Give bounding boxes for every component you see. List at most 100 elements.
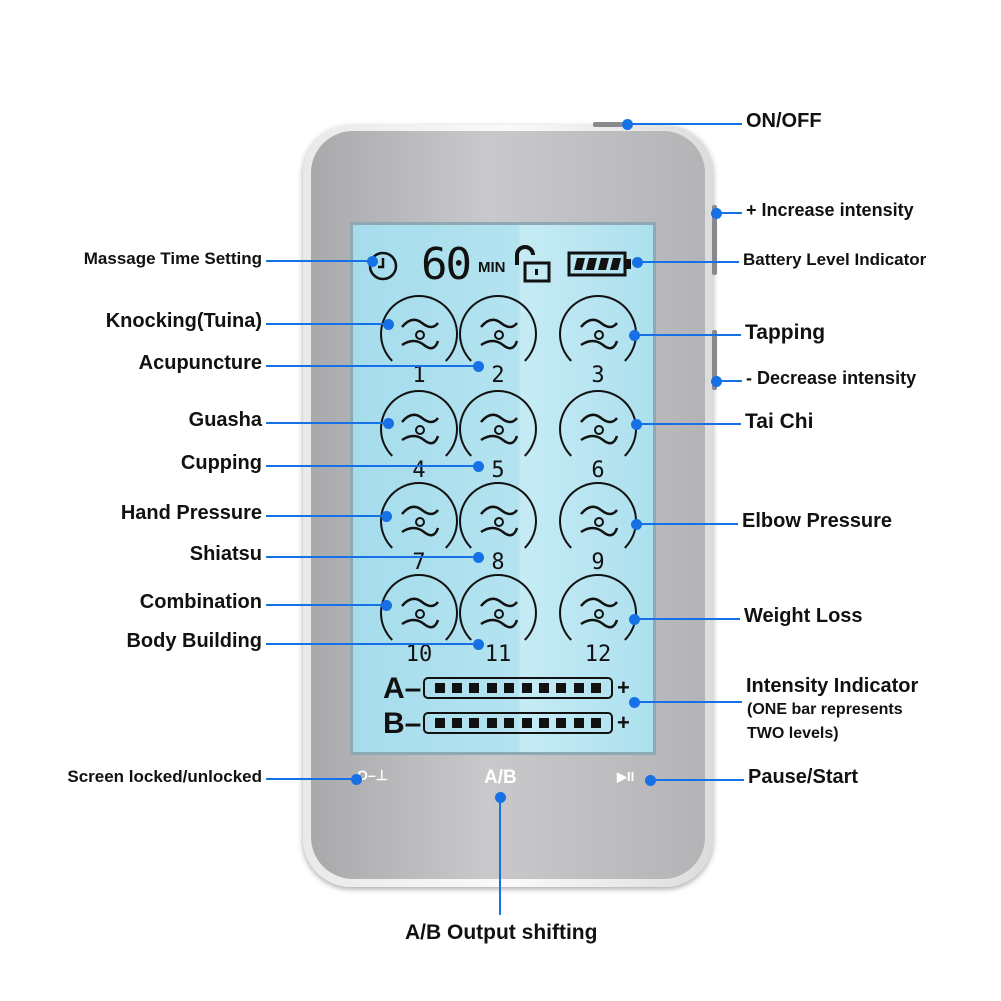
channel-b-plus: +: [617, 710, 630, 735]
intensity-segment: [434, 683, 445, 693]
mode-icon-6: [559, 390, 637, 468]
channel-a-intensity-bar: [423, 677, 613, 699]
callout-line: [266, 643, 478, 645]
callout-line: [634, 334, 741, 336]
callout-label: Guasha: [188, 409, 262, 431]
callout-line: [266, 556, 478, 558]
callout-dot: [632, 257, 643, 268]
callout-label: Acupuncture: [138, 352, 262, 374]
mode-icon-3: [559, 295, 637, 373]
lock-button[interactable]: O–⊥: [357, 767, 388, 783]
unlock-icon: [515, 245, 551, 283]
callout-dot: [383, 418, 394, 429]
intensity-segment: [556, 718, 567, 728]
intensity-segment: [504, 718, 515, 728]
massage-mode-icon: [401, 318, 440, 350]
massage-mode-icon: [480, 505, 519, 537]
callout-line: [266, 465, 478, 467]
massage-mode-icon: [580, 413, 619, 445]
mode-icon-11: [459, 574, 537, 652]
callout-label: A/B Output shifting: [405, 921, 598, 944]
massage-mode-icon: [580, 505, 619, 537]
timer-unit: MIN: [478, 259, 506, 276]
play-pause-button[interactable]: ▶II: [617, 769, 635, 784]
mode-icon-12: [559, 574, 637, 652]
callout-line: [266, 323, 388, 325]
intensity-segment: [573, 683, 584, 693]
intensity-segment: [591, 718, 602, 728]
intensity-segment: [504, 683, 515, 693]
massage-mode-icon: [401, 597, 440, 629]
callout-label: + Increase intensity: [746, 200, 914, 220]
channel-b-label: B–: [383, 707, 422, 740]
power-switch[interactable]: [593, 122, 623, 127]
callout-line: [266, 515, 386, 517]
intensity-segment: [573, 718, 584, 728]
callout-line: [266, 365, 478, 367]
intensity-segment: [469, 718, 480, 728]
massage-mode-icon: [580, 597, 619, 629]
mode-number: 10: [405, 642, 433, 667]
callout-label: Tapping: [745, 320, 826, 344]
intensity-segment: [521, 718, 532, 728]
intensity-segment: [556, 683, 567, 693]
intensity-segment: [452, 718, 463, 728]
mode-number: 12: [584, 642, 612, 667]
massage-mode-icon: [480, 413, 519, 445]
intensity-segment: [486, 683, 497, 693]
callout-dot: [629, 697, 640, 708]
decrease-intensity-button[interactable]: [712, 330, 717, 390]
mode-icon-7: [380, 482, 458, 560]
callout-line: [650, 779, 744, 781]
callout-line: [634, 618, 740, 620]
callout-dot: [629, 614, 640, 625]
callout-dot: [622, 119, 633, 130]
intensity-segment: [486, 718, 497, 728]
callout-dot: [351, 774, 362, 785]
callout-dot: [383, 319, 394, 330]
callout-dot: [473, 361, 484, 372]
mode-number: 3: [591, 363, 605, 388]
callout-dot: [473, 461, 484, 472]
channel-b-intensity-bar: [423, 712, 613, 734]
mode-number: 9: [591, 550, 605, 575]
mode-number: 5: [491, 458, 505, 483]
channel-a-plus: +: [617, 675, 630, 700]
callout-label: Tai Chi: [745, 409, 814, 433]
callout-dot: [645, 775, 656, 786]
callout-label: Elbow Pressure: [742, 510, 893, 532]
callout-label: - Decrease intensity: [746, 368, 917, 388]
callout-dot: [473, 552, 484, 563]
callout-line: [627, 123, 742, 125]
ab-button[interactable]: A/B: [484, 767, 517, 788]
increase-intensity-button[interactable]: [712, 205, 717, 275]
callout-line: [499, 797, 501, 915]
callout-line: [266, 422, 388, 424]
mode-icon-10: [380, 574, 458, 652]
callout-line: [634, 701, 742, 703]
mode-number: 8: [491, 550, 505, 575]
mode-number: 4: [412, 458, 426, 483]
callout-label: Cupping: [180, 452, 262, 474]
callout-dot: [711, 208, 722, 219]
callout-dot: [381, 600, 392, 611]
callout-dot: [711, 376, 722, 387]
mode-number: 11: [484, 642, 512, 667]
massage-mode-icon: [401, 505, 440, 537]
callout-line: [636, 523, 738, 525]
callout-dot: [473, 639, 484, 650]
callout-line: [637, 261, 739, 263]
mode-icon-1: [380, 295, 458, 373]
callout-label: Battery Level Indicator: [743, 249, 927, 269]
callout-label: Screen locked/unlocked: [67, 766, 262, 786]
callout-line: [716, 212, 742, 214]
callout-sublabel: (ONE bar represents: [747, 701, 903, 718]
callout-label: Weight Loss: [744, 605, 863, 627]
callout-label: Hand Pressure: [120, 502, 262, 524]
mode-number: 1: [412, 363, 426, 388]
callout-label: Shiatsu: [189, 543, 262, 565]
callout-label: ON/OFF: [746, 110, 822, 132]
callout-line: [266, 778, 356, 780]
